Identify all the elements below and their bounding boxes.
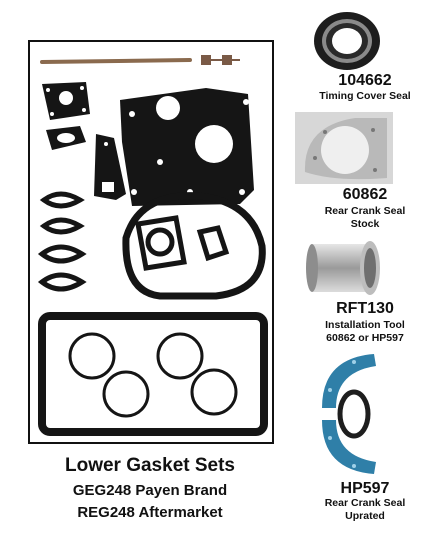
inner-gasket — [135, 215, 187, 271]
part-number-hp597: HP597 — [340, 480, 390, 497]
gasket-set-drawing — [37, 55, 268, 436]
seal-ring — [68, 332, 116, 380]
end-seal — [222, 55, 232, 65]
part-number-104662: 104662 — [338, 72, 392, 89]
small-inner-gasket — [196, 225, 230, 262]
gasket-set-title: Lower Gasket Sets — [64, 455, 236, 476]
rear-crank-seal-stock-image — [295, 112, 393, 184]
part-desc: 60862 or HP597 — [326, 332, 404, 344]
timing-cover-seal-image — [314, 12, 380, 70]
seal-ring — [190, 368, 238, 416]
part-desc: Timing Cover Seal — [319, 90, 411, 102]
part-desc: Uprated — [345, 510, 385, 522]
cork-strip — [40, 58, 192, 64]
part-desc: Rear Crank Seal — [324, 497, 406, 509]
manifold-gasket — [39, 217, 85, 235]
seal-ring — [156, 332, 204, 380]
part-desc: Stock — [350, 218, 380, 230]
timing-cover-gasket — [122, 192, 266, 300]
seal-ring — [102, 370, 150, 418]
uprated-seal-image — [322, 354, 376, 474]
part-desc: Installation Tool — [325, 319, 405, 331]
sump-gasket — [38, 312, 268, 436]
part-number-rft130: RFT130 — [336, 300, 394, 317]
part-desc: Rear Crank Seal — [324, 205, 406, 217]
manifold-gasket — [37, 272, 87, 292]
end-seal — [201, 55, 211, 65]
installation-tool-image — [306, 241, 380, 295]
part-number-60862: 60862 — [342, 186, 388, 203]
manifold-gasket — [39, 191, 85, 209]
aftermarket-line: REG248 Aftermarket — [77, 504, 223, 521]
payen-brand-line: GEG248 Payen Brand — [72, 482, 228, 499]
gasket-set-image — [28, 40, 274, 444]
manifold-gasket — [37, 244, 87, 264]
engine-front-plate-gasket — [120, 88, 254, 206]
